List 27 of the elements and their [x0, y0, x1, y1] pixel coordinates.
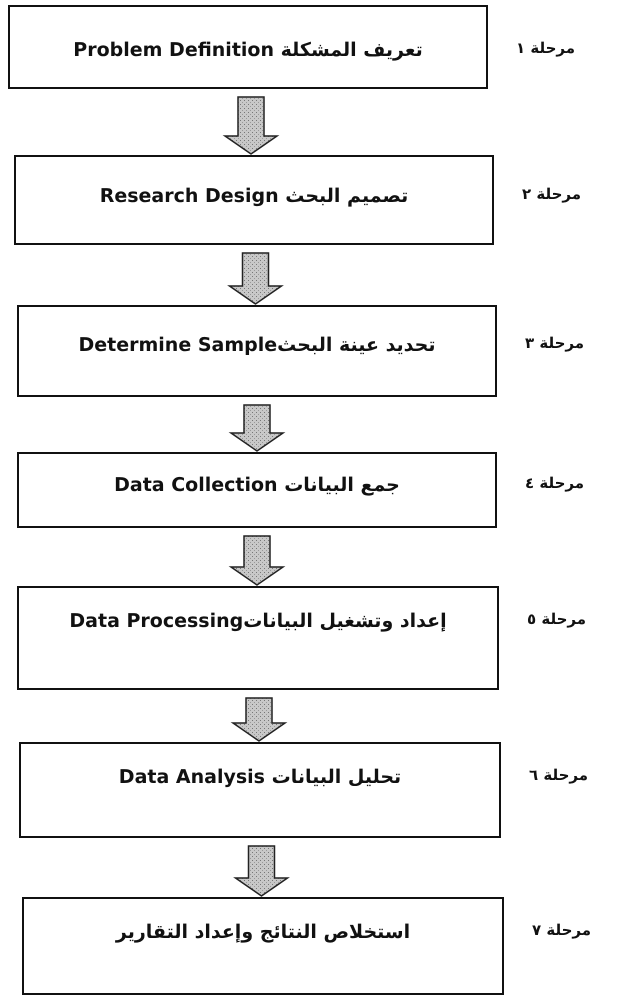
stage-number: مرحلة ٦ — [529, 766, 588, 784]
process-box — [17, 305, 497, 397]
stage-number: مرحلة ٥ — [527, 610, 586, 628]
process-box — [17, 586, 499, 690]
block-arrow — [227, 252, 284, 305]
stage-number: مرحلة ٤ — [525, 474, 584, 492]
process-box — [14, 155, 494, 245]
stage-number: مرحلة ٢ — [522, 185, 582, 203]
step-label: تحليل البيانات Data Analysis — [118, 766, 402, 788]
process-box — [8, 5, 488, 89]
step-label: إعداد وتشغيل البياناتData Processing — [69, 610, 447, 632]
stage-number: مرحلة ٧ — [532, 921, 592, 939]
block-arrow — [228, 404, 286, 452]
step-label: استخلاص النتائج وإعداد التقارير — [116, 921, 410, 943]
stage-number: مرحلة ١ — [516, 39, 576, 57]
process-box — [17, 452, 497, 528]
block-arrow — [233, 845, 290, 897]
step-label: جمع البيانات Data Collection — [114, 474, 400, 496]
block-arrow — [228, 535, 286, 586]
block-arrow — [230, 697, 288, 742]
process-box — [19, 742, 501, 838]
step-label: تعريف المشكلة Problem Definition — [73, 39, 423, 61]
block-arrow — [222, 96, 280, 155]
step-label: تصميم البحث Research Design — [100, 185, 408, 207]
process-box — [22, 897, 504, 995]
step-label: تحديد عينة البحثDetermine Sample — [78, 334, 436, 356]
stage-number: مرحلة ٣ — [525, 334, 584, 352]
